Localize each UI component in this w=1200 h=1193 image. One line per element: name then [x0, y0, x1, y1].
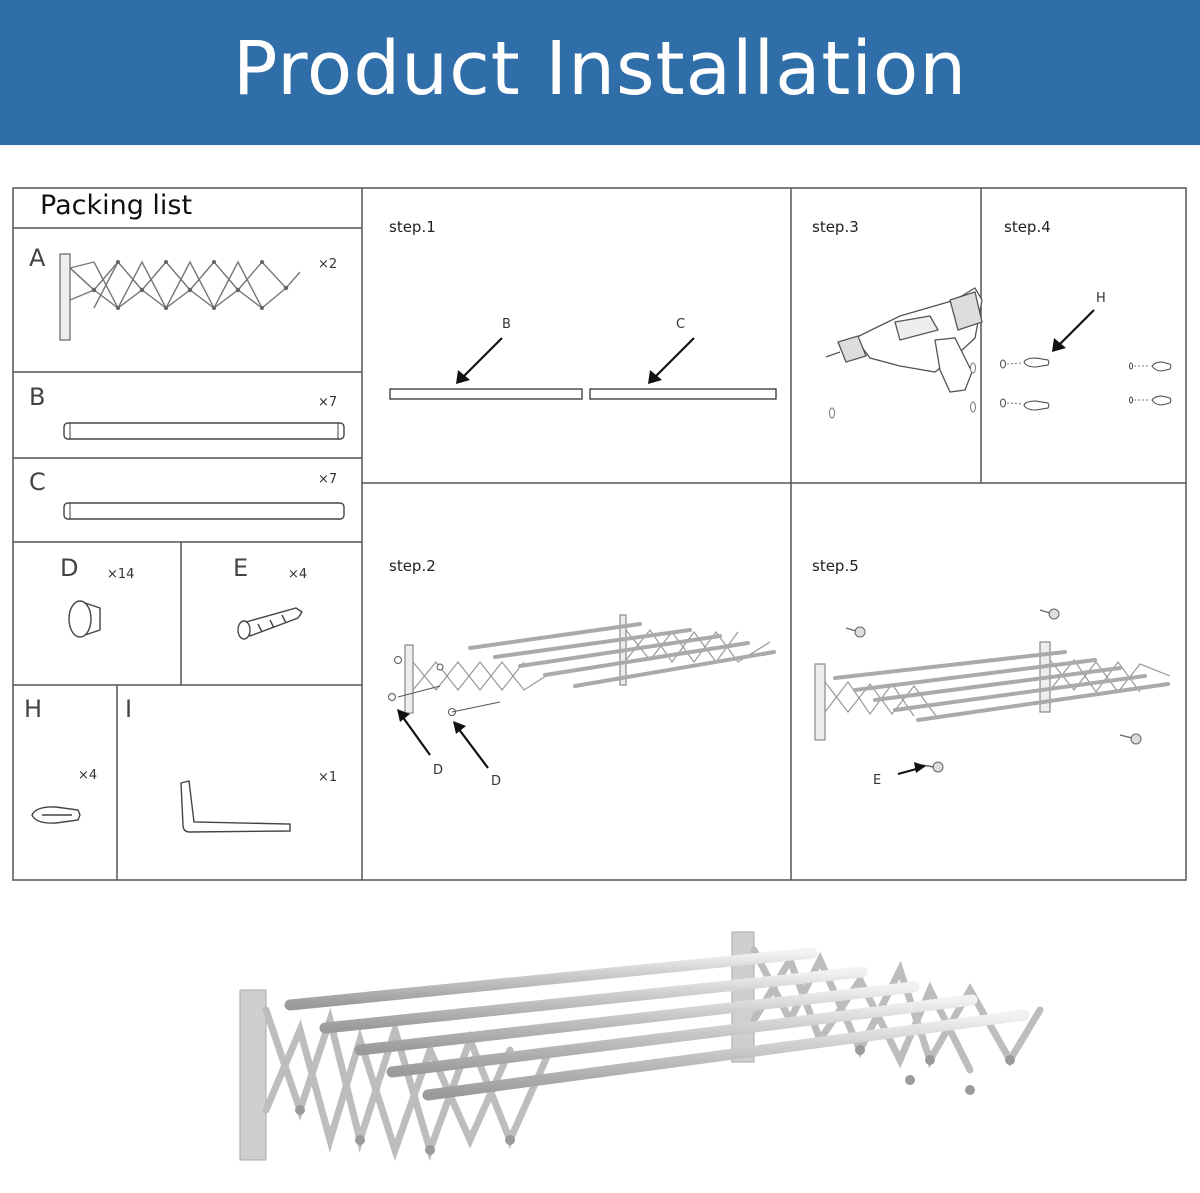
step-5-label: step.5: [812, 557, 859, 575]
part-i-letter: I: [125, 695, 133, 723]
part-i-qty: ×1: [318, 770, 338, 785]
page-title: Product Installation: [232, 25, 968, 112]
step-1-callout-c: C: [676, 317, 686, 332]
packing-list-title: Packing list: [40, 190, 193, 221]
part-c-qty: ×7: [318, 472, 338, 487]
step-1-label: step.1: [389, 218, 436, 236]
part-h-qty: ×4: [78, 768, 98, 783]
part-a-letter: A: [29, 244, 46, 272]
part-d-qty: ×14: [107, 567, 135, 582]
part-b-qty: ×7: [318, 395, 338, 410]
step-2-callout-d1: D: [433, 763, 444, 778]
step-1-callout-b: B: [502, 317, 511, 332]
part-a-qty: ×2: [318, 257, 338, 272]
part-h-letter: H: [24, 695, 43, 723]
step-2-callout-d2: D: [491, 774, 502, 789]
part-e-qty: ×4: [288, 567, 308, 582]
step-5-callout-e: E: [873, 773, 882, 788]
step-4-label: step.4: [1004, 218, 1051, 236]
step-2-label: step.2: [389, 557, 436, 575]
step-3-label: step.3: [812, 218, 859, 236]
part-b-letter: B: [29, 383, 46, 411]
step-4-callout-h: H: [1096, 291, 1106, 306]
part-e-letter: E: [233, 554, 249, 582]
part-d-letter: D: [60, 554, 79, 582]
part-c-letter: C: [29, 468, 46, 496]
header-banner: Product Installation: [0, 0, 1200, 145]
